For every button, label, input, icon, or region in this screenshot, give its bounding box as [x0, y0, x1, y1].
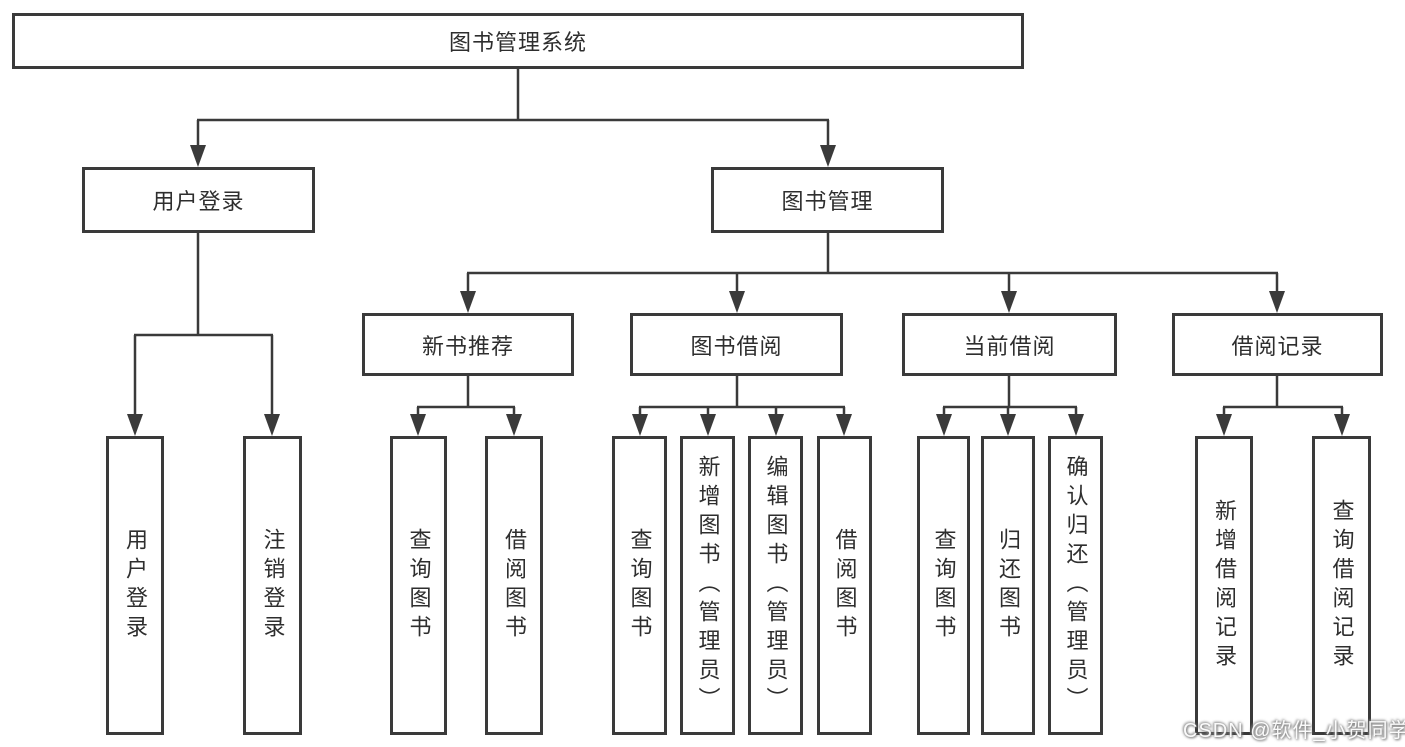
node-root-label: 图书管理系统: [448, 30, 587, 55]
node-book-borrow-label: 图书借阅: [690, 333, 783, 359]
node-book-mgmt: 图书管理: [711, 167, 944, 233]
connector-current-borrow-split: [936, 376, 1084, 436]
node-leaf-rec-query-book: 查询图书: [390, 436, 447, 735]
node-leaf-bb-add-book-label: 新增图书（管理员）: [695, 455, 721, 716]
node-leaf-br-add-record-label: 新增借阅记录: [1212, 498, 1237, 673]
node-leaf-cb-return-book: 归还图书: [981, 436, 1035, 735]
connector-book-mgmt-split: [460, 233, 1285, 313]
node-user-login: 用户登录: [82, 167, 315, 233]
node-leaf-user-login-label: 用户登录: [123, 527, 148, 644]
connector-borrow-record-split: [1216, 376, 1350, 436]
node-leaf-bb-borrow-book-label: 借阅图书: [832, 527, 858, 644]
node-book-borrow: 图书借阅: [630, 313, 843, 376]
node-book-mgmt-label: 图书管理: [781, 189, 874, 214]
connector-new-book-rec-split: [410, 376, 522, 436]
node-root: 图书管理系统: [12, 13, 1024, 69]
node-leaf-cb-confirm-return: 确认归还（管理员）: [1048, 436, 1103, 735]
node-leaf-bb-borrow-book: 借阅图书: [817, 436, 872, 735]
node-current-borrow-label: 当前借阅: [963, 333, 1056, 359]
node-leaf-br-query-record-label: 查询借阅记录: [1329, 498, 1355, 673]
node-leaf-bb-query-book: 查询图书: [612, 436, 667, 735]
node-leaf-logout: 注销登录: [243, 436, 302, 735]
node-leaf-cb-query-book-label: 查询图书: [931, 527, 957, 644]
node-leaf-cb-return-book-label: 归还图书: [996, 527, 1021, 644]
node-leaf-bb-edit-book-label: 编辑图书（管理员）: [763, 455, 789, 716]
node-leaf-rec-borrow-book-label: 借阅图书: [502, 527, 527, 644]
node-leaf-cb-confirm-return-label: 确认归还（管理员）: [1063, 455, 1089, 716]
connector-user-login-split: [127, 233, 280, 436]
node-leaf-logout-label: 注销登录: [260, 527, 286, 644]
node-current-borrow: 当前借阅: [902, 313, 1117, 376]
node-leaf-br-add-record: 新增借阅记录: [1195, 436, 1253, 735]
node-borrow-record: 借阅记录: [1172, 313, 1383, 376]
node-leaf-bb-add-book: 新增图书（管理员）: [680, 436, 735, 735]
node-leaf-user-login: 用户登录: [106, 436, 164, 735]
node-leaf-cb-query-book: 查询图书: [917, 436, 970, 735]
connector-root-split: [190, 69, 836, 167]
node-leaf-br-query-record: 查询借阅记录: [1312, 436, 1371, 735]
csdn-watermark: CSDN @软件_小贺同学: [1183, 720, 1405, 742]
node-user-login-label: 用户登录: [152, 189, 245, 214]
node-new-book-rec-label: 新书推荐: [421, 333, 514, 359]
node-leaf-rec-query-book-label: 查询图书: [406, 527, 432, 644]
node-new-book-rec: 新书推荐: [362, 313, 574, 376]
node-leaf-bb-edit-book: 编辑图书（管理员）: [748, 436, 803, 735]
connector-book-borrow-split: [632, 376, 852, 436]
node-leaf-rec-borrow-book: 借阅图书: [485, 436, 543, 735]
node-borrow-record-label: 借阅记录: [1231, 333, 1324, 359]
node-leaf-bb-query-book-label: 查询图书: [627, 527, 653, 644]
